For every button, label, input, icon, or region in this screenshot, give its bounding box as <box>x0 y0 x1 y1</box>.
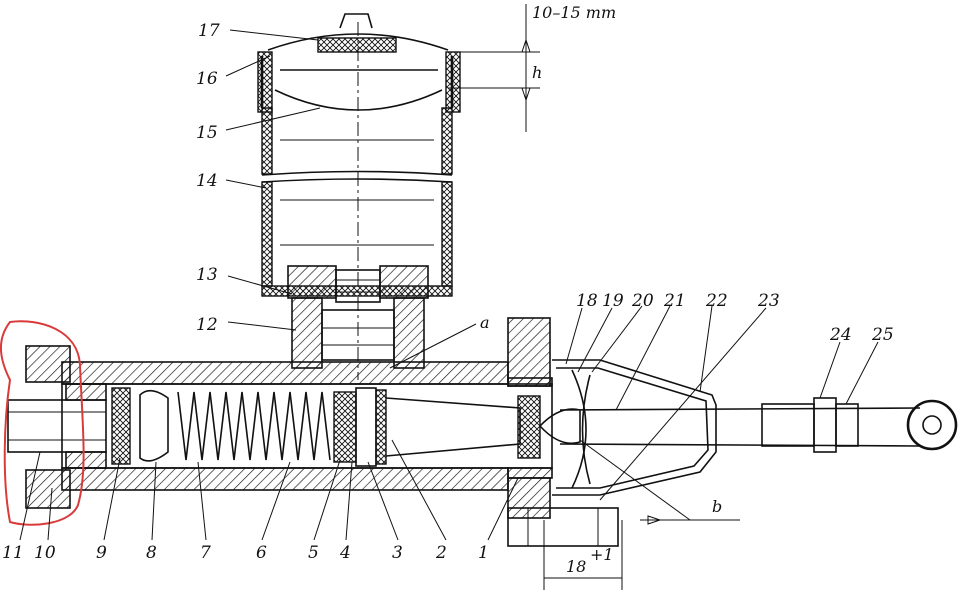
label-23: 23 <box>757 291 780 311</box>
dim-port: a <box>480 313 490 332</box>
label-2: 2 <box>435 543 447 563</box>
label-6: 6 <box>256 543 267 563</box>
dim-offset: 18 <box>566 557 586 576</box>
label-22: 22 <box>705 291 728 311</box>
label-8: 8 <box>146 543 157 563</box>
label-9: 9 <box>96 543 107 563</box>
label-11: 11 <box>2 543 24 563</box>
label-24: 24 <box>829 325 852 345</box>
label-14: 14 <box>196 171 218 191</box>
label-5: 5 <box>308 543 319 563</box>
label-4: 4 <box>339 543 351 563</box>
internals <box>111 387 581 467</box>
leader-lines <box>19 29 879 541</box>
label-15: 15 <box>196 123 218 143</box>
dim-level: h <box>532 63 542 82</box>
end-plug <box>7 345 107 509</box>
dim-clearance: 10–15 mm <box>532 3 616 22</box>
label-1: 1 <box>478 543 489 563</box>
dim-gap: b <box>712 497 722 516</box>
label-13: 13 <box>196 265 218 285</box>
highlight-outline <box>0 320 85 526</box>
label-12: 12 <box>196 315 218 335</box>
label-25: 25 <box>871 325 894 345</box>
label-10: 10 <box>34 543 56 563</box>
cylinder-body <box>61 297 553 519</box>
label-21: 21 <box>663 291 686 311</box>
dimension-lines <box>448 4 740 590</box>
label-20: 20 <box>631 291 654 311</box>
boot-and-pushrod <box>552 359 958 496</box>
label-7: 7 <box>200 543 211 563</box>
label-17: 17 <box>198 21 220 41</box>
label-16: 16 <box>196 69 218 89</box>
part-labels: 1 2 3 4 5 6 7 8 9 10 11 12 13 14 15 16 1… <box>2 21 894 563</box>
label-19: 19 <box>602 291 624 311</box>
dim-offset-tolerance: +1 <box>590 545 614 564</box>
label-18: 18 <box>576 291 598 311</box>
dimension-labels: 10–15 mm h b a 18 +1 <box>480 3 722 576</box>
flange-bolt <box>507 507 619 547</box>
reservoir <box>257 13 461 303</box>
label-3: 3 <box>392 543 403 563</box>
